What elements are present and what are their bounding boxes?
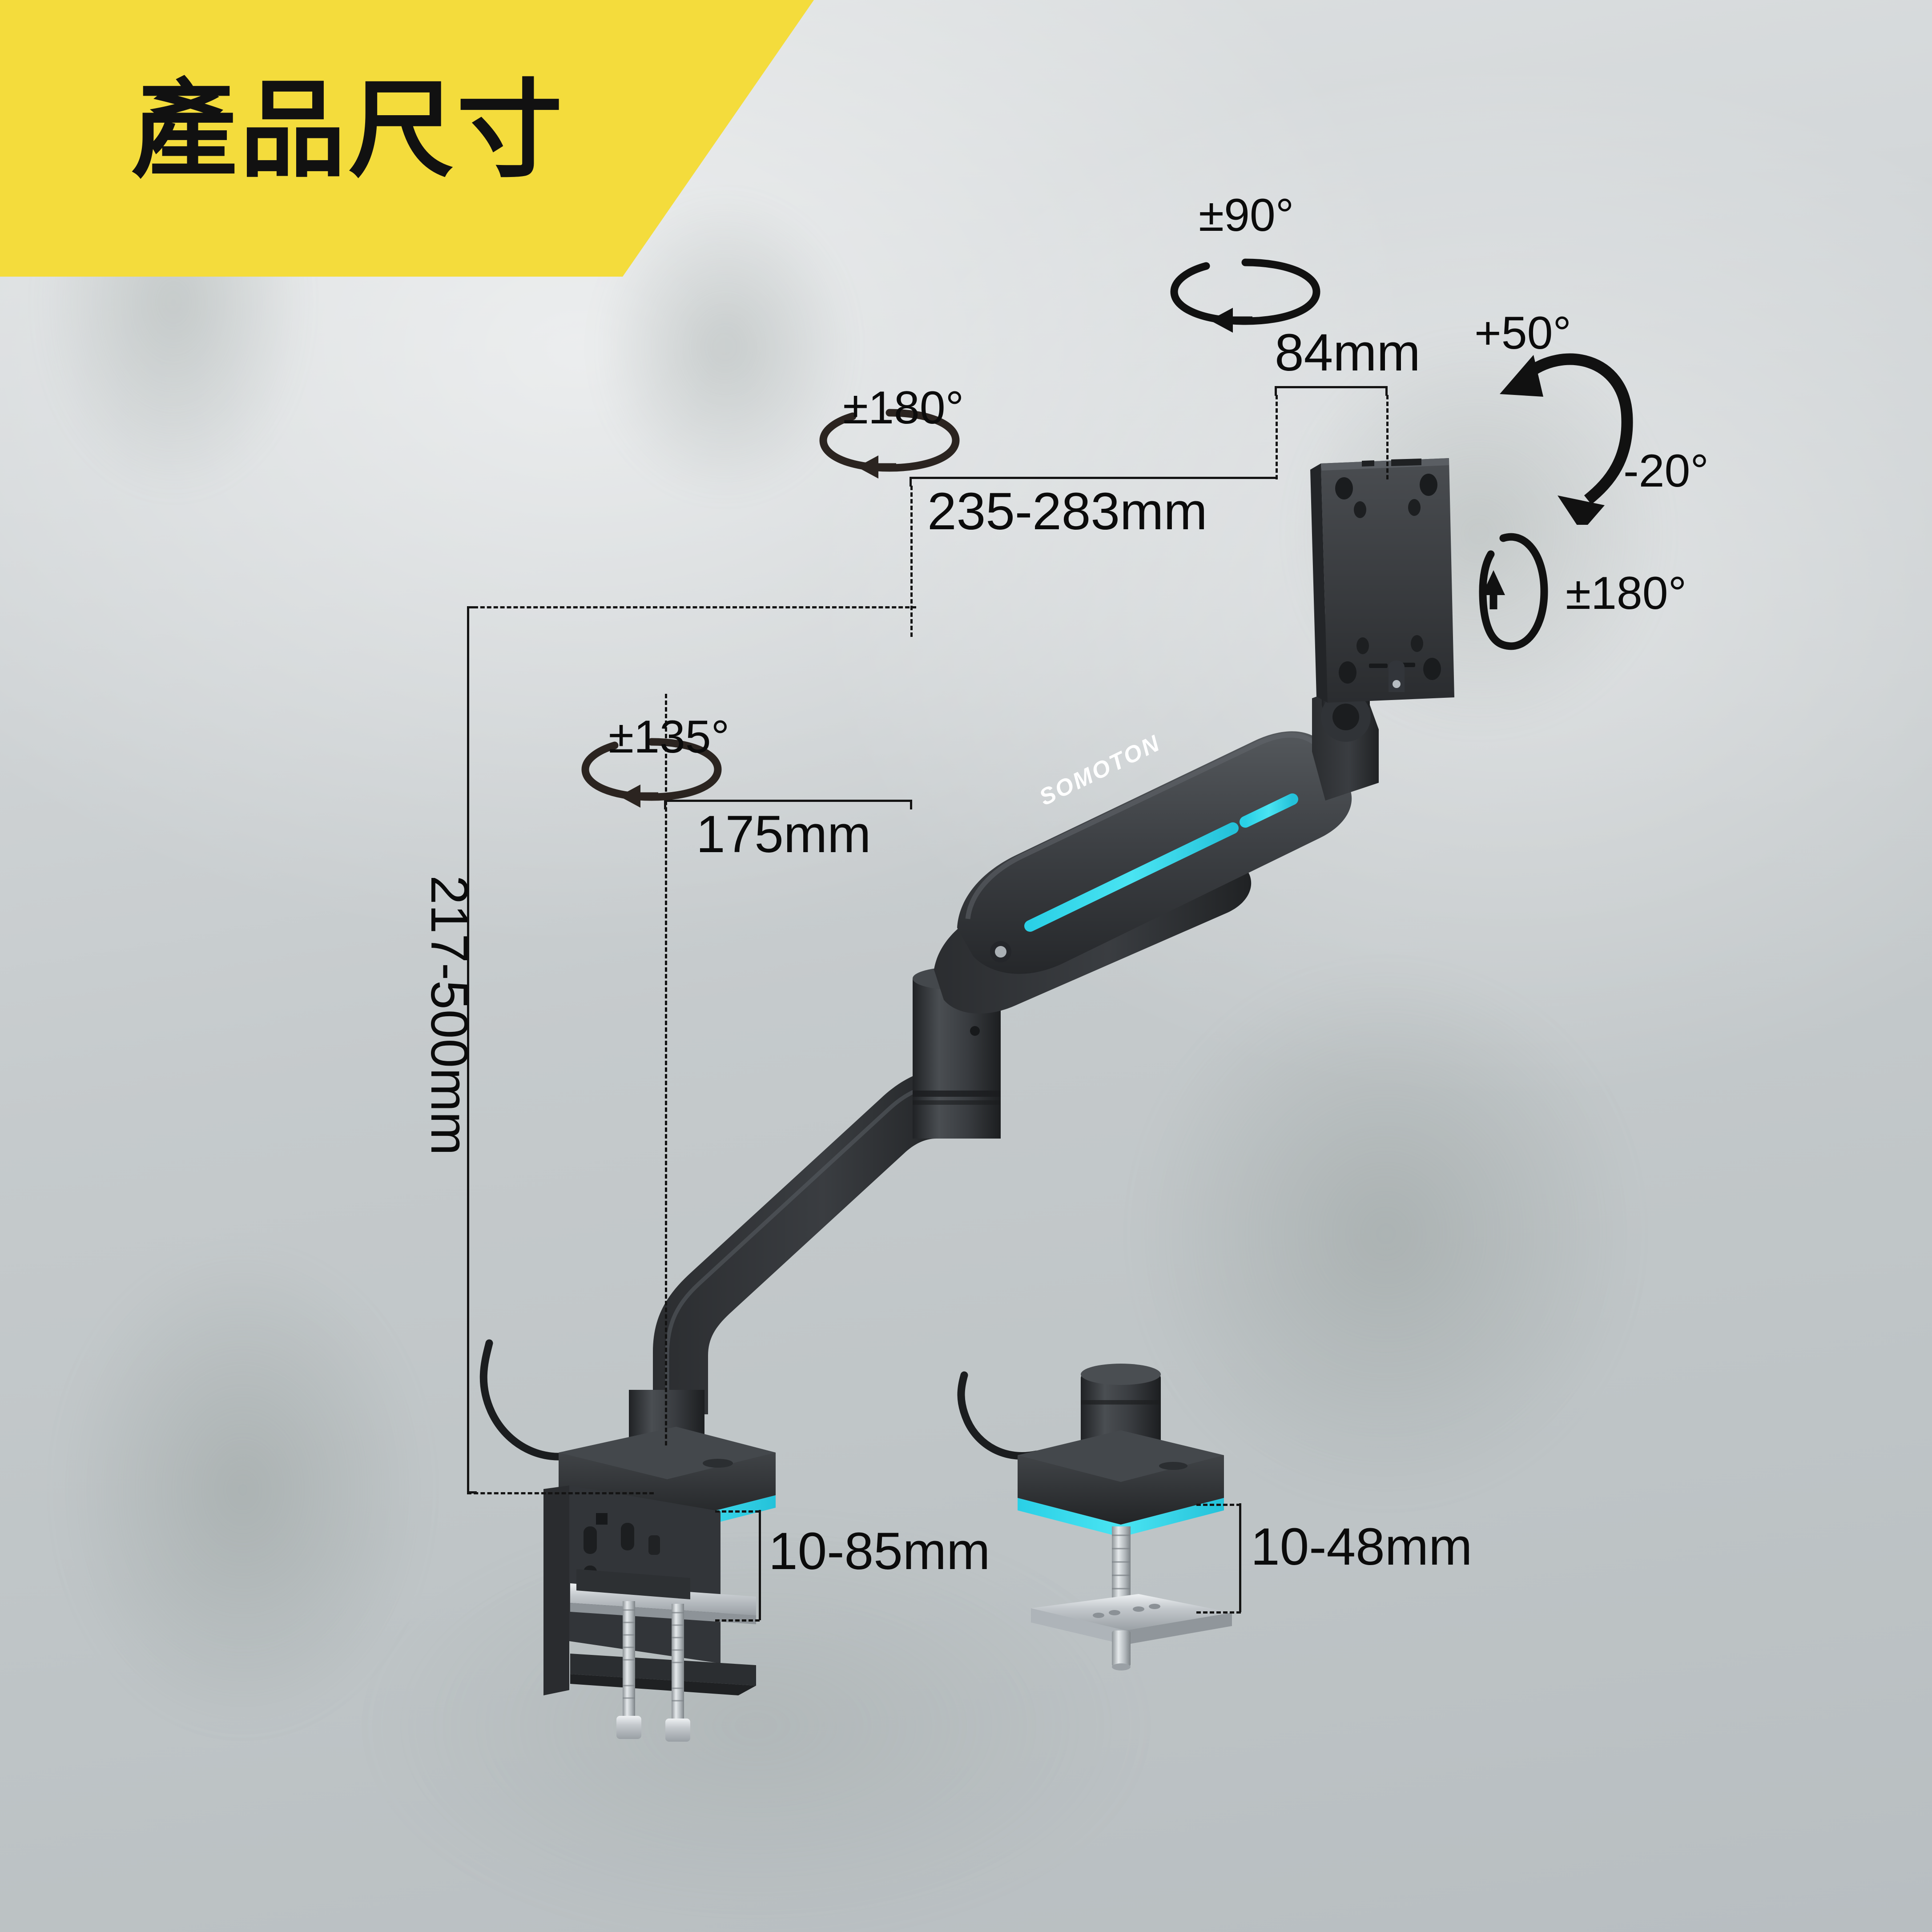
- dimline-reach-tick-left: [910, 477, 912, 487]
- dimline-reach-ext-top: [910, 477, 1276, 479]
- dimline-84mm-ext-right: [1386, 395, 1389, 479]
- dimline-175mm-bar: [664, 800, 912, 802]
- dimline-clamp-ext-bottom: [715, 1619, 760, 1622]
- dimline-height-tick-top: [467, 606, 477, 608]
- dimline-175mm-tick-right: [910, 800, 912, 809]
- dimline-height-bar: [467, 606, 469, 1493]
- dimline-175mm-ext-left: [665, 694, 667, 1445]
- dimline-clamp-ext-top: [715, 1510, 760, 1513]
- dimension-label-clamp: 10-85mm: [769, 1522, 990, 1581]
- svg-text:SOMOTON: SOMOTON: [1035, 730, 1165, 811]
- rotate-ellipse-horizontal-icon: [1170, 258, 1320, 333]
- dimension-label-175mm: 175mm: [696, 805, 871, 864]
- rotation-badge-arm-swivel: [816, 405, 963, 491]
- dimension-label-reach: 235-283mm: [927, 482, 1208, 541]
- rotate-ellipse-vertical-icon: [1479, 533, 1548, 650]
- dimline-grommet-ext-top: [1196, 1504, 1241, 1506]
- page-title: 產品尺寸: [131, 72, 565, 189]
- rotation-label-arm-swivel: ±180°: [843, 382, 964, 434]
- rotation-badge-base-swivel: [578, 734, 725, 821]
- dimline-84mm-bar: [1275, 386, 1388, 388]
- dimline-84mm-tick-right: [1385, 386, 1388, 396]
- title-banner: 產品尺寸: [0, 0, 814, 277]
- dimension-label-84mm: 84mm: [1275, 323, 1421, 382]
- rotation-label-base-swivel: ±135°: [608, 711, 730, 763]
- dimline-height-ext-bottom: [467, 1492, 654, 1494]
- rotation-label-tilt-down: -20°: [1623, 445, 1709, 497]
- rotation-badge-head-swivel: [1165, 254, 1325, 345]
- rotate-ellipse-horizontal-icon: [819, 409, 960, 479]
- dimension-label-height: 217-500mm: [420, 875, 479, 1155]
- dimline-height-ext-top: [467, 606, 916, 608]
- rotation-badge-tilt: [1477, 329, 1663, 532]
- dimline-84mm-ext-left: [1276, 395, 1278, 479]
- rotation-label-head-swivel: ±90°: [1199, 189, 1294, 241]
- rotate-ellipse-horizontal-icon: [581, 738, 722, 808]
- background-foliage: [0, 1112, 578, 1868]
- rotation-badge-screen-rotate: [1476, 520, 1556, 665]
- rotation-label-screen-rotate: ±180°: [1566, 568, 1687, 619]
- rotation-label-tilt-up: +50°: [1474, 307, 1572, 359]
- dimension-label-grommet: 10-48mm: [1251, 1517, 1473, 1576]
- tilt-arc-icon: [1500, 353, 1633, 532]
- dimline-clamp-bar: [759, 1510, 761, 1620]
- dimline-height-tick-bottom: [467, 1491, 477, 1493]
- dimline-grommet-ext-bottom: [1196, 1611, 1241, 1614]
- dimline-grommet-bar: [1239, 1503, 1241, 1612]
- dimline-reach-ext-left: [910, 486, 913, 637]
- dimline-84mm-tick-left: [1275, 386, 1277, 396]
- background-foliage: [222, 1379, 1290, 1932]
